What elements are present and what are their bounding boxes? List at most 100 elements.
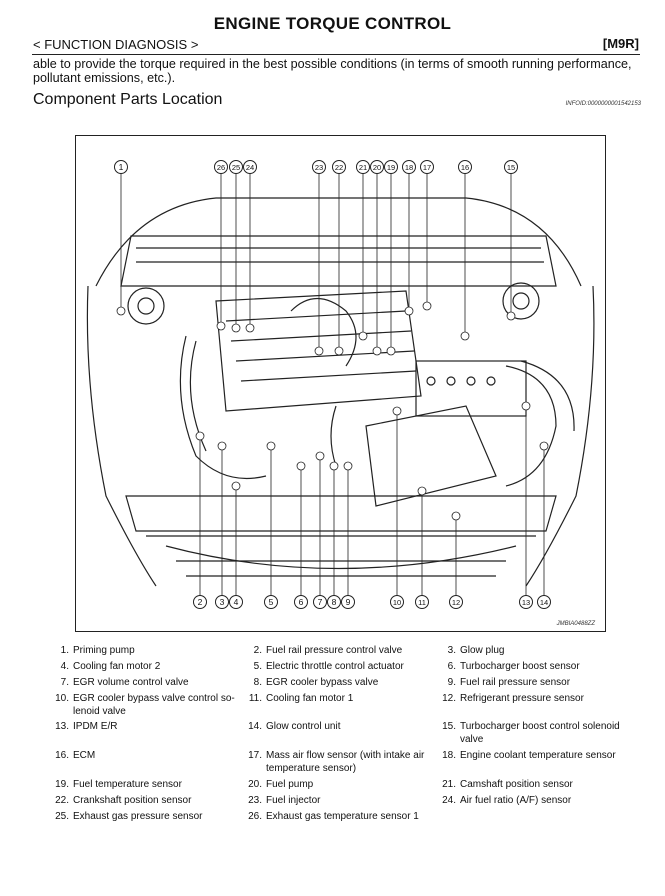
callout-number-15: 15 <box>507 163 515 172</box>
callout-circle-18 <box>402 160 416 174</box>
callout-circle-24 <box>243 160 257 174</box>
callout-number-17: 17 <box>423 163 431 172</box>
bottom-target-8 <box>329 461 339 471</box>
bottom-target-11 <box>417 486 427 496</box>
callout-23: 23 <box>312 160 326 174</box>
callout-5: 5 <box>264 595 278 609</box>
callout-number-1: 1 <box>119 162 124 172</box>
top-target-18 <box>404 306 414 316</box>
part-number: 22. <box>55 795 69 806</box>
part-name: ECM <box>73 750 96 761</box>
front-bumper <box>165 545 517 570</box>
right-fender <box>525 285 595 587</box>
callout-number-8: 8 <box>332 597 337 607</box>
part-number: 12. <box>442 693 456 704</box>
bottom-target-5 <box>266 441 276 451</box>
figure-code: JMBIA0488ZZ <box>556 621 595 627</box>
callout-circle-17 <box>420 160 434 174</box>
callout-2: 2 <box>193 595 207 609</box>
engine-code: [M9R] <box>602 36 639 51</box>
top-target-1 <box>116 306 126 316</box>
callout-number-22: 22 <box>335 163 343 172</box>
part-number: 24. <box>442 795 456 806</box>
callout-11: 11 <box>415 595 429 609</box>
callout-10: 10 <box>390 595 404 609</box>
part-name: EGR cooler bypass valve control so-lenoi… <box>73 693 235 717</box>
section-title: Component Parts Location <box>33 91 223 108</box>
radiator-support <box>125 495 557 532</box>
function-diagnosis-subhead: < FUNCTION DIAGNOSIS > <box>33 37 199 52</box>
callout-circle-16 <box>458 160 472 174</box>
callout-8: 8 <box>327 595 341 609</box>
bottom-target-13 <box>521 401 531 411</box>
callout-14: 14 <box>537 595 551 609</box>
callout-circle-4 <box>229 595 243 609</box>
bottom-target-2 <box>195 431 205 441</box>
left-strut-tower <box>127 287 165 325</box>
top-target-17 <box>422 301 432 311</box>
part-name: Turbocharger boost control solenoid valv… <box>460 721 620 745</box>
part-number: 3. <box>447 645 456 656</box>
part-number: 17. <box>248 750 262 761</box>
part-name: Fuel temperature sensor <box>73 779 182 790</box>
callout-circle-26 <box>214 160 228 174</box>
part-name: Priming pump <box>73 645 135 656</box>
top-target-16 <box>460 331 470 341</box>
top-target-23 <box>314 346 324 356</box>
part-name: Cooling fan motor 1 <box>266 693 354 704</box>
part-name: Engine coolant temperature sensor <box>460 750 616 761</box>
callout-circle-15 <box>504 160 518 174</box>
top-target-26 <box>216 321 226 331</box>
part-number: 19. <box>55 779 69 790</box>
part-number: 14. <box>248 721 262 732</box>
bottom-target-12 <box>451 511 461 521</box>
header-rule <box>32 54 640 55</box>
callout-3: 3 <box>215 595 229 609</box>
callout-25: 25 <box>229 160 243 174</box>
callout-circle-14 <box>537 595 551 609</box>
callout-24: 24 <box>243 160 257 174</box>
part-number: 23. <box>248 795 262 806</box>
part-number: 13. <box>55 721 69 732</box>
callout-circle-19 <box>384 160 398 174</box>
callout-26: 26 <box>214 160 228 174</box>
right-strut-tower <box>502 282 540 320</box>
callout-4: 4 <box>229 595 243 609</box>
callout-number-24: 24 <box>246 163 254 172</box>
bottom-target-3 <box>217 441 227 451</box>
bottom-target-4 <box>231 481 241 491</box>
callout-number-19: 19 <box>387 163 395 172</box>
callout-number-20: 20 <box>373 163 381 172</box>
top-target-25 <box>231 323 241 333</box>
callout-number-10: 10 <box>393 598 401 607</box>
callout-number-12: 12 <box>452 598 460 607</box>
hose-left <box>179 335 267 480</box>
callout-number-13: 13 <box>522 598 530 607</box>
callout-number-23: 23 <box>315 163 323 172</box>
air-duct <box>505 365 557 487</box>
part-number: 15. <box>442 721 456 732</box>
callout-circle-20 <box>370 160 384 174</box>
air-cleaner-box <box>365 405 497 507</box>
part-name: Fuel rail pressure control valve <box>266 645 403 656</box>
part-name: Fuel pump <box>266 779 314 790</box>
callout-circle-9 <box>341 595 355 609</box>
part-name: Fuel rail pressure sensor <box>460 677 571 688</box>
part-name: Glow plug <box>460 645 505 656</box>
part-number: 21. <box>442 779 456 790</box>
bottom-target-14 <box>539 441 549 451</box>
callout-9: 9 <box>341 595 355 609</box>
page-title: ENGINE TORQUE CONTROL <box>213 14 452 33</box>
part-number: 7. <box>60 677 69 688</box>
callout-circle-23 <box>312 160 326 174</box>
cowl-panel <box>120 235 557 287</box>
callout-circle-5 <box>264 595 278 609</box>
callout-circle-1 <box>114 160 128 174</box>
callout-circle-11 <box>415 595 429 609</box>
callout-number-25: 25 <box>232 163 240 172</box>
part-name: Glow control unit <box>266 721 341 732</box>
callout-circle-2 <box>193 595 207 609</box>
callout-circle-10 <box>390 595 404 609</box>
part-number: 16. <box>55 750 69 761</box>
